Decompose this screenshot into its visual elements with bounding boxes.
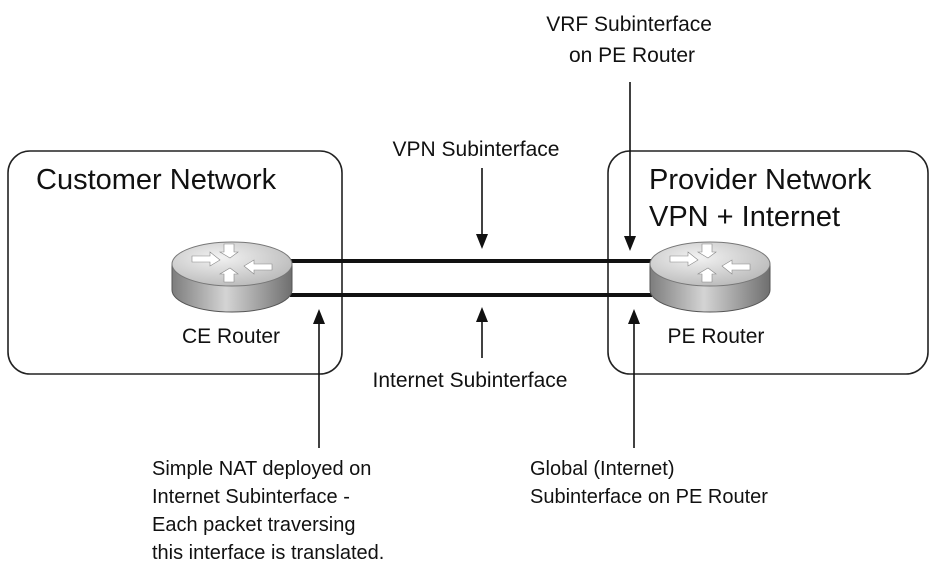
vpn-subinterface-label: VPN Subinterface (393, 138, 560, 161)
vrf-subinterface-label: VRF Subinterface on PE Router (546, 13, 718, 67)
router-icon (649, 241, 771, 313)
nat-arrow (313, 309, 325, 448)
ce-router-label: CE Router (182, 325, 280, 348)
customer-network-label: Customer Network (36, 164, 277, 196)
internet-arrow (476, 307, 488, 358)
nat-note: Simple NAT deployed on Internet Subinter… (152, 458, 384, 564)
global-arrow (628, 309, 640, 448)
vrf-arrow (624, 82, 636, 251)
pe-router-label: PE Router (668, 325, 765, 348)
router-icon (171, 241, 293, 313)
vpn-arrow (476, 168, 488, 249)
global-subinterface-note: Global (Internet) Subinterface on PE Rou… (530, 458, 768, 508)
provider-network-label: Provider Network VPN + Internet (649, 164, 879, 233)
internet-subinterface-label: Internet Subinterface (373, 369, 568, 392)
